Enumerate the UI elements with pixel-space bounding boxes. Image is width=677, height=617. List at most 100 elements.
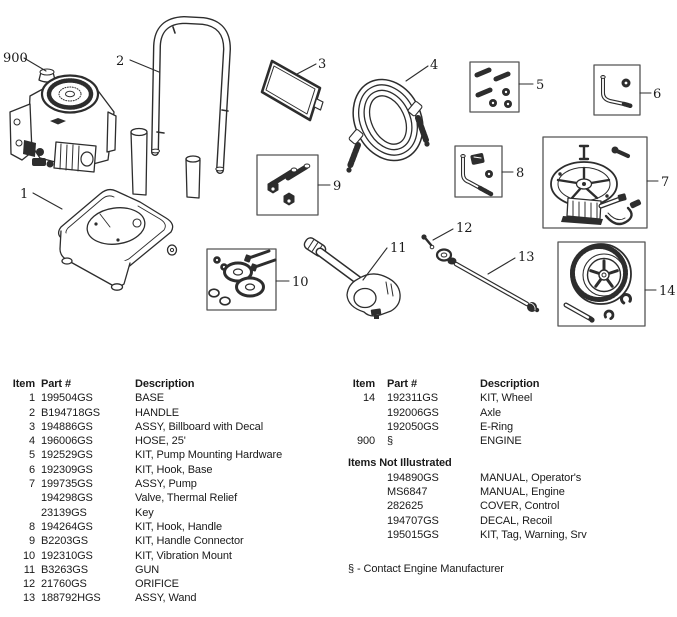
- table-row: 900 § ENGINE: [348, 434, 674, 448]
- cell-part-number: B194718GS: [41, 406, 101, 419]
- table-row: 23139GS Key: [8, 506, 340, 520]
- cell-description: HOSE, 25': [135, 435, 186, 448]
- parts-table-left: Item Part # Description 1 199504GS BASE …: [8, 377, 340, 606]
- cell-part-number: 192309GS: [41, 463, 93, 476]
- cell-item: [348, 420, 375, 434]
- cell-part-number: MS6847: [387, 486, 428, 499]
- cell-part-number: 199735GS: [41, 478, 93, 491]
- cell-item: [348, 514, 375, 528]
- cell-description: ORIFICE: [135, 578, 179, 591]
- pump-assembly-box: [542, 136, 648, 229]
- table-row: 192006GS Axle: [348, 406, 674, 420]
- handle-connector-kit-box: [256, 154, 319, 216]
- header-description: Description: [135, 378, 195, 390]
- cell-part-number: 194298GS: [41, 492, 93, 505]
- callout-13: 13: [518, 250, 535, 265]
- table-row: 2 B194718GS HANDLE: [8, 406, 340, 420]
- wand-drawing: [435, 248, 540, 313]
- table-row: 11 B3263GS GUN: [8, 563, 340, 577]
- cell-item: 5: [28, 449, 35, 462]
- callout-7: 7: [661, 175, 669, 190]
- cell-part-number: 188792HGS: [41, 592, 101, 605]
- callout-3: 3: [318, 57, 326, 72]
- table-row: 1 199504GS BASE: [8, 391, 340, 405]
- table-row: 14 192311GS KIT, Wheel: [348, 391, 674, 405]
- callout-2: 2: [116, 54, 124, 69]
- cell-item: [348, 406, 375, 420]
- base-hook-kit-box: [593, 64, 641, 116]
- callout-9: 9: [333, 179, 341, 194]
- cell-item: 4: [28, 435, 35, 448]
- cell-item: 8: [28, 520, 35, 533]
- cell-part-number: 21760GS: [41, 578, 87, 591]
- callout-11: 11: [390, 241, 407, 256]
- parts-table-right: Item Part # Description 14 192311GS KIT,…: [348, 377, 674, 577]
- table-row: 8 194264GS KIT, Hook, Handle: [8, 520, 340, 534]
- table-rows-left: 1 199504GS BASE 2 B194718GS HANDLE 3 194…: [8, 391, 340, 605]
- cell-description: Axle: [480, 406, 501, 419]
- cell-item: 13: [22, 592, 35, 605]
- cell-part-number: 192006GS: [387, 406, 439, 419]
- cell-item: 900: [356, 435, 375, 448]
- cell-item: [348, 485, 375, 499]
- cell-item: 7: [28, 478, 35, 491]
- table-row: 194707GS DECAL, Recoil: [348, 514, 674, 528]
- callout-4: 4: [430, 58, 438, 73]
- handle-hook-kit-box: [454, 145, 503, 198]
- cell-description: Valve, Thermal Relief: [135, 492, 238, 505]
- cell-part-number: §: [387, 435, 394, 448]
- callout-5: 5: [536, 78, 544, 93]
- cell-item: [8, 491, 35, 505]
- cell-description: KIT, Pump Mounting Hardware: [135, 449, 283, 462]
- table-row: 13 188792HGS ASSY, Wand: [8, 591, 340, 605]
- cell-description: ASSY, Pump: [135, 478, 197, 491]
- not-illustrated-rows: 194890GS MANUAL, Operator's MS6847 MANUA…: [348, 471, 674, 542]
- table-row: 282625 COVER, Control: [348, 499, 674, 513]
- gun-drawing: [303, 237, 401, 319]
- cell-description: KIT, Tag, Warning, Srv: [480, 528, 587, 541]
- cell-item: [348, 528, 375, 542]
- parts-diagram: 900 1 2 3 4 5 6 7 8 9 10 11 12 13 14: [3, 16, 676, 327]
- cell-item: 10: [22, 549, 35, 562]
- callout-1: 1: [20, 187, 28, 202]
- handle-drawing: [151, 16, 231, 174]
- cell-part-number: 199504GS: [41, 392, 93, 405]
- header-description: Description: [480, 378, 540, 390]
- wheel-kit-box: [557, 241, 646, 327]
- cell-item: [348, 499, 375, 513]
- cell-part-number: 23139GS: [41, 506, 87, 519]
- cell-part-number: 192529GS: [41, 449, 93, 462]
- header-item: Item: [352, 378, 375, 390]
- header-part: Part #: [41, 378, 71, 390]
- cell-item: 3: [28, 420, 35, 433]
- cell-description: COVER, Control: [480, 500, 560, 513]
- callout-leader-lines: [23, 57, 659, 291]
- cell-part-number: 192050GS: [387, 420, 439, 433]
- cell-item: [348, 471, 375, 485]
- table-row: 4 196006GS HOSE, 25': [8, 434, 340, 448]
- cell-part-number: B2203GS: [41, 535, 89, 548]
- cell-description: DECAL, Recoil: [480, 514, 553, 527]
- cell-item: 1: [28, 392, 35, 405]
- cell-item: [8, 506, 35, 520]
- cell-description: Key: [135, 506, 154, 519]
- callout-6: 6: [653, 87, 661, 102]
- callout-8: 8: [516, 166, 524, 181]
- table-row: 7 199735GS ASSY, Pump: [8, 477, 340, 491]
- table-row: 9 B2203GS KIT, Handle Connector: [8, 534, 340, 548]
- engine-drawing: [9, 68, 117, 173]
- cell-description: E-Ring: [480, 420, 514, 433]
- cell-description: ENGINE: [480, 435, 522, 448]
- cell-item: 9: [28, 535, 35, 548]
- callout-10: 10: [292, 275, 309, 290]
- table-row: 194298GS Valve, Thermal Relief: [8, 491, 340, 505]
- cell-part-number: 194886GS: [41, 420, 93, 433]
- table-row: 192050GS E-Ring: [348, 420, 674, 434]
- engine-manufacturer-footnote: § - Contact Engine Manufacturer: [348, 563, 504, 576]
- header-part: Part #: [387, 378, 417, 390]
- cell-description: BASE: [135, 392, 164, 405]
- cell-description: KIT, Wheel: [480, 392, 533, 405]
- cell-item: 11: [23, 563, 35, 576]
- cell-part-number: 194264GS: [41, 520, 93, 533]
